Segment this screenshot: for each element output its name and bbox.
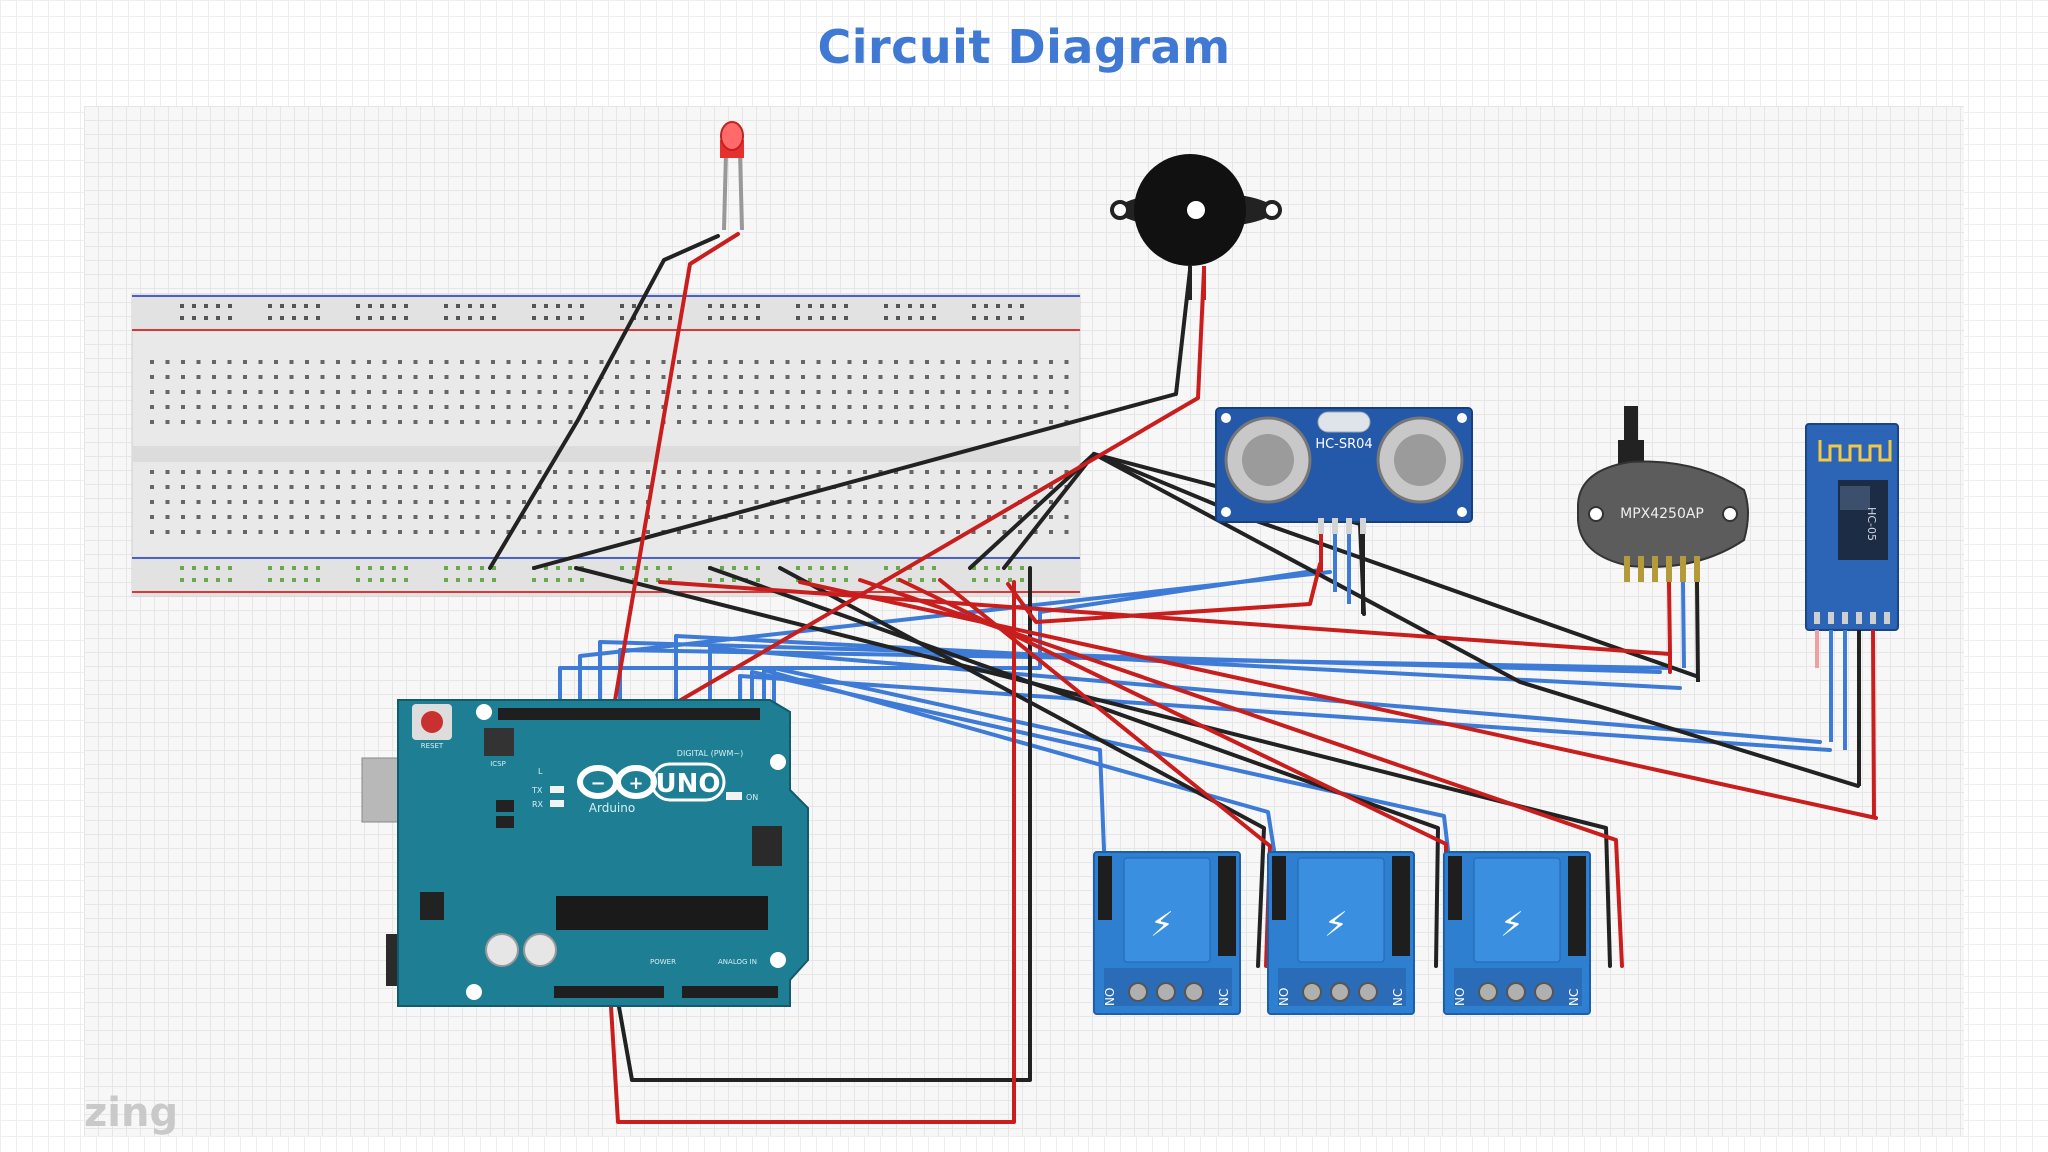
relay-2-nc-label: NC (1391, 989, 1405, 1006)
relay-3-nc-label: NC (1567, 989, 1581, 1006)
arduino-brand: Arduino (589, 801, 635, 815)
relay-3-no-label: NO (1453, 988, 1467, 1006)
svg-text:⚡: ⚡ (1324, 905, 1348, 945)
diagram-canvas (84, 106, 1964, 1136)
arduino-power-label: POWER (650, 958, 676, 966)
relay-module-2: ⚡ NO NC (1267, 851, 1415, 1015)
arduino-reset-label: RESET (421, 742, 444, 750)
bluetooth-label: HC-05 (1865, 507, 1878, 541)
arduino-digital-label: DIGITAL (PWM~) (677, 749, 743, 758)
breadboard-holes (150, 304, 1069, 582)
arduino-model: UNO (656, 769, 721, 799)
ultrasonic-label: HC-SR04 (1315, 437, 1372, 452)
relay-module-1: ⚡ NO NC (1093, 851, 1241, 1015)
arduino-uno: RESET ICSP DIGITAL (PWM~) − + UNO Arduin… (361, 699, 809, 1007)
ground-wires (488, 234, 1860, 1082)
svg-text:−: − (590, 773, 605, 794)
relay-module-3: ⚡ NO NC (1443, 851, 1591, 1015)
svg-text:⚡: ⚡ (1150, 905, 1174, 945)
page-title: Circuit Diagram (817, 20, 1231, 74)
svg-text:⚡: ⚡ (1500, 905, 1524, 945)
arduino-logo (577, 765, 657, 799)
fritzing-watermark: zing (84, 1090, 178, 1136)
arduino-analog-label: ANALOG IN (718, 958, 757, 966)
arduino-led-on: ON (746, 793, 758, 802)
buzzer (1110, 154, 1282, 300)
led (720, 121, 744, 231)
relay-2-no-label: NO (1277, 988, 1291, 1006)
arduino-led-l: L (538, 767, 543, 776)
pressure-sensor: MPX4250AP (1577, 406, 1749, 683)
svg-text:+: + (628, 773, 643, 794)
breadboard (131, 293, 1081, 597)
relay-1-nc-label: NC (1217, 989, 1231, 1006)
relay-1-no-label: NO (1103, 988, 1117, 1006)
bluetooth-module: HC-05 (1805, 423, 1899, 819)
arduino-led-rx: RX (532, 800, 544, 809)
pressure-label: MPX4250AP (1620, 506, 1704, 522)
wires (488, 232, 1878, 1124)
arduino-icsp-label: ICSP (490, 760, 506, 768)
ultrasonic-sensor: HC-SR04 (1215, 407, 1473, 614)
arduino-led-tx: TX (531, 786, 543, 795)
